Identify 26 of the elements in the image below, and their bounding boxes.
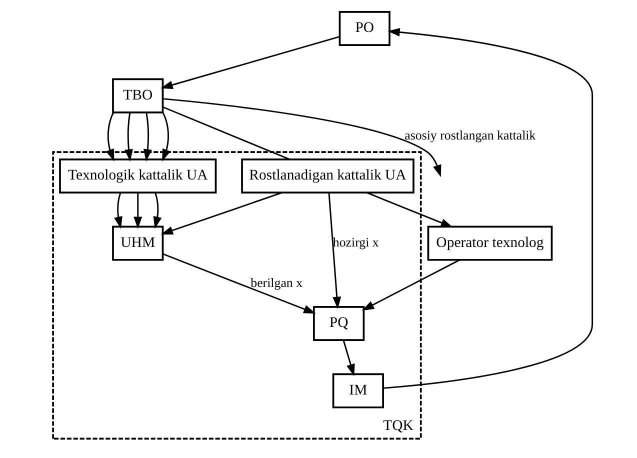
node-box: TBO (112, 78, 164, 114)
arrow (152, 192, 162, 229)
arrow (342, 340, 354, 376)
arrow (366, 192, 452, 228)
arrow (382, 28, 593, 389)
arrow (162, 112, 170, 162)
edge-label: asosiy rostlangan kattalik (404, 128, 536, 142)
node-box: IM (332, 373, 384, 408)
node-box: PO (338, 11, 390, 46)
arrow (162, 98, 441, 178)
arrow (105, 112, 114, 162)
node-box: Rostlanadigan kattalik UA (240, 158, 414, 194)
node-box: PQ (312, 306, 364, 341)
arrow (160, 36, 340, 90)
node-box: Operator texnolog (426, 226, 552, 261)
node-box: Texnologik kattalik UA (58, 158, 216, 194)
arrow (328, 192, 341, 309)
edge-label: berilgan x (250, 276, 302, 290)
arrow (133, 192, 142, 229)
arrow (160, 192, 282, 235)
arrow (162, 253, 316, 314)
arrow (142, 112, 152, 162)
arrow (124, 112, 132, 162)
arrow (361, 259, 460, 311)
node-box: UHM (112, 226, 164, 261)
arrow (114, 192, 122, 229)
